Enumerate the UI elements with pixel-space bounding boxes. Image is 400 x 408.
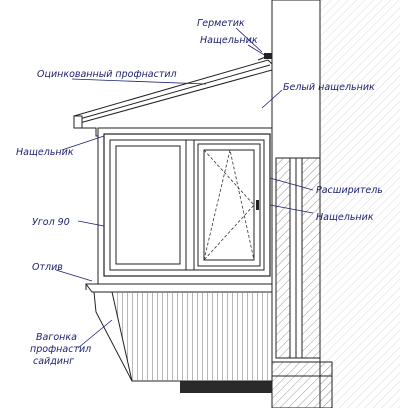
label-flashing-right: Нащельник [316, 212, 374, 223]
side-jamb [275, 157, 321, 359]
label-white-flashing: Белый нащельник [283, 82, 375, 93]
roof-sheet [73, 53, 273, 129]
window-sill [85, 283, 273, 293]
label-cladding-2: профнастил [30, 344, 91, 355]
label-extender: Расширитель [316, 185, 383, 196]
label-cladding-1: Вагонка [36, 332, 77, 343]
label-flashing-top: Нащельник [200, 35, 258, 46]
label-drip: Отлив [32, 262, 63, 273]
leader-lines [55, 27, 314, 349]
labels: Герметик Нащельник Оцинкованный профнаст… [16, 18, 383, 367]
label-flashing-left: Нащельник [16, 147, 74, 158]
label-cladding-3: сайдинг [33, 356, 75, 367]
label-roofing: Оцинкованный профнастил [37, 69, 177, 80]
label-hermetic: Герметик [197, 18, 245, 29]
cladding-panel [93, 291, 273, 382]
bottom-slab [180, 361, 333, 408]
label-angle: Угол 90 [32, 217, 70, 228]
building-wall [271, 0, 400, 408]
window-frame [103, 133, 271, 277]
